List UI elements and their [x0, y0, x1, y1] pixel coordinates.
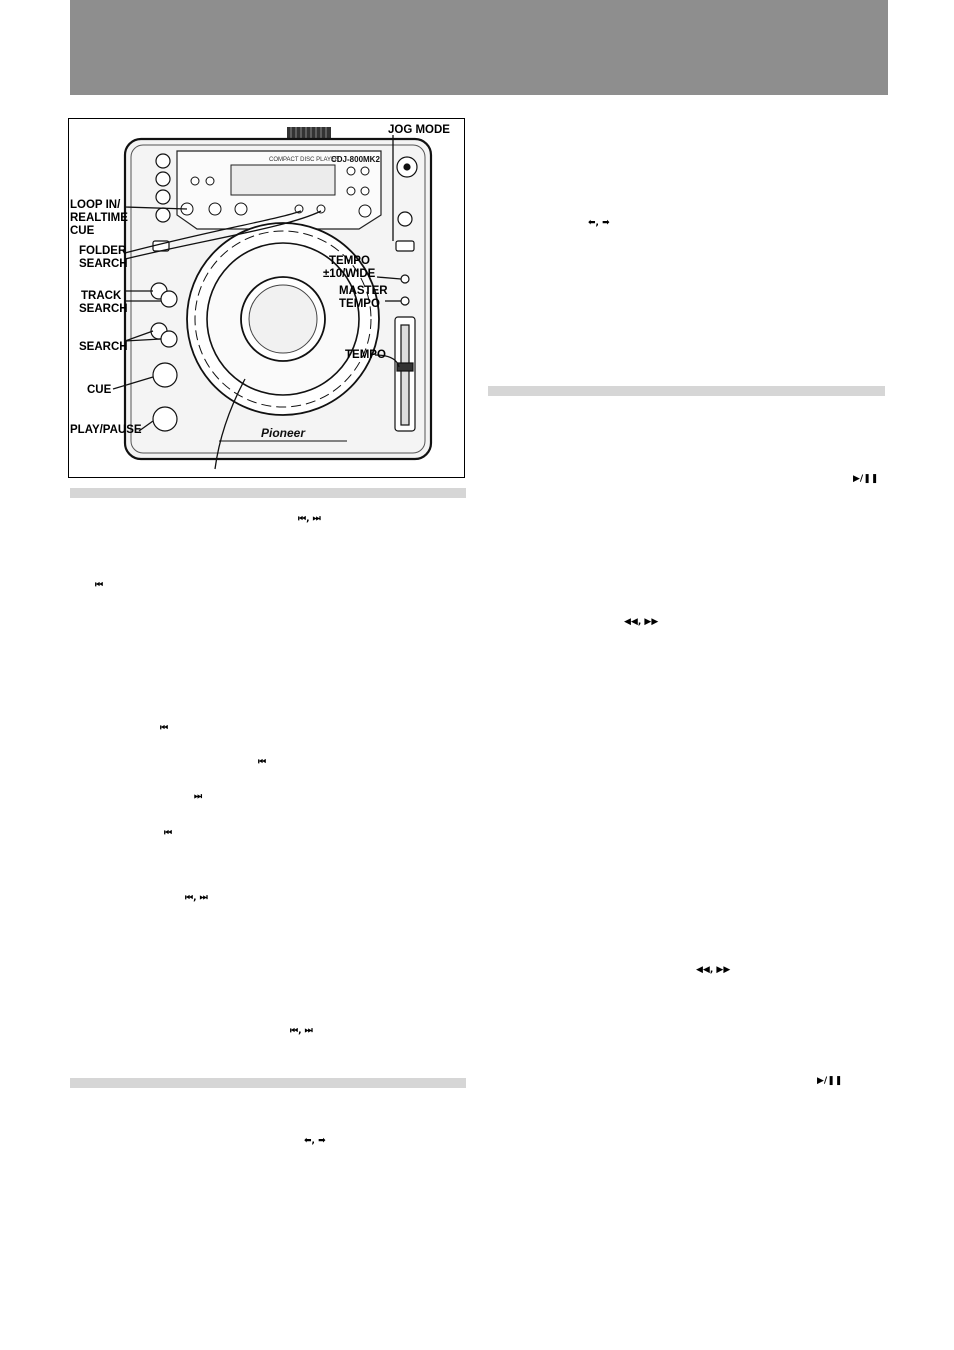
model-caption: COMPACT DISC PLAYER — [269, 157, 340, 163]
folder-arrows-symbol: ⬅, ➡ — [588, 218, 610, 228]
brand-logo: Pioneer — [261, 426, 306, 440]
track-prev-next-symbol: ⏮, ⏭ — [290, 1026, 313, 1036]
callout-realtime-cue: CUE — [70, 225, 95, 237]
callout-cue: CUE — [87, 384, 112, 396]
section-bar-search — [488, 386, 885, 396]
track-prev-symbol: ⏮ — [258, 757, 267, 767]
track-prev-next-symbol: ⏮, ⏭ — [298, 514, 321, 524]
callout-realtime: REALTIME — [70, 212, 128, 224]
callout-tempo: TEMPO — [345, 349, 386, 361]
cdj-illustration: COMPACT DISC PLAYER CDJ-800MK2 — [112, 127, 433, 470]
search-symbol: ◀◀, ▶▶ — [696, 965, 731, 975]
callout-track: TRACK — [81, 290, 122, 302]
callout-folder: FOLDER — [79, 245, 127, 257]
track-prev-next-symbol: ⏮, ⏭ — [185, 893, 208, 903]
callout-jog-mode: JOG MODE — [388, 124, 450, 136]
search-symbol: ◀◀, ▶▶ — [624, 617, 659, 627]
track-prev-symbol: ⏮ — [160, 723, 169, 733]
play-pause-symbol: ▶/❚❚ — [853, 474, 879, 484]
section-bar-track-search — [70, 488, 466, 498]
track-prev-symbol: ⏮ — [95, 580, 104, 590]
callout-tempo-wide-value: ±10/WIDE — [323, 268, 376, 280]
page-header-bar — [70, 0, 888, 95]
callout-master: MASTER — [339, 285, 388, 297]
callout-search: SEARCH — [79, 341, 128, 353]
model-name: CDJ-800MK2 — [331, 155, 380, 164]
callout-track-search: SEARCH — [79, 303, 128, 315]
folder-arrows-symbol: ⬅, ➡ — [304, 1136, 326, 1146]
play-pause-symbol: ▶/❚❚ — [817, 1076, 843, 1086]
device-figure: COMPACT DISC PLAYER CDJ-800MK2 — [68, 118, 465, 478]
track-prev-symbol: ⏮ — [164, 828, 173, 838]
callout-play-pause: PLAY/PAUSE — [70, 424, 142, 436]
track-next-symbol: ⏭ — [194, 792, 203, 802]
callout-tempo-wide: TEMPO — [329, 255, 370, 267]
callout-master-tempo: TEMPO — [339, 298, 380, 310]
callout-loop-in: LOOP IN/ — [70, 199, 121, 211]
callout-folder-search: SEARCH — [79, 258, 128, 270]
section-bar-folder-search — [70, 1078, 466, 1088]
